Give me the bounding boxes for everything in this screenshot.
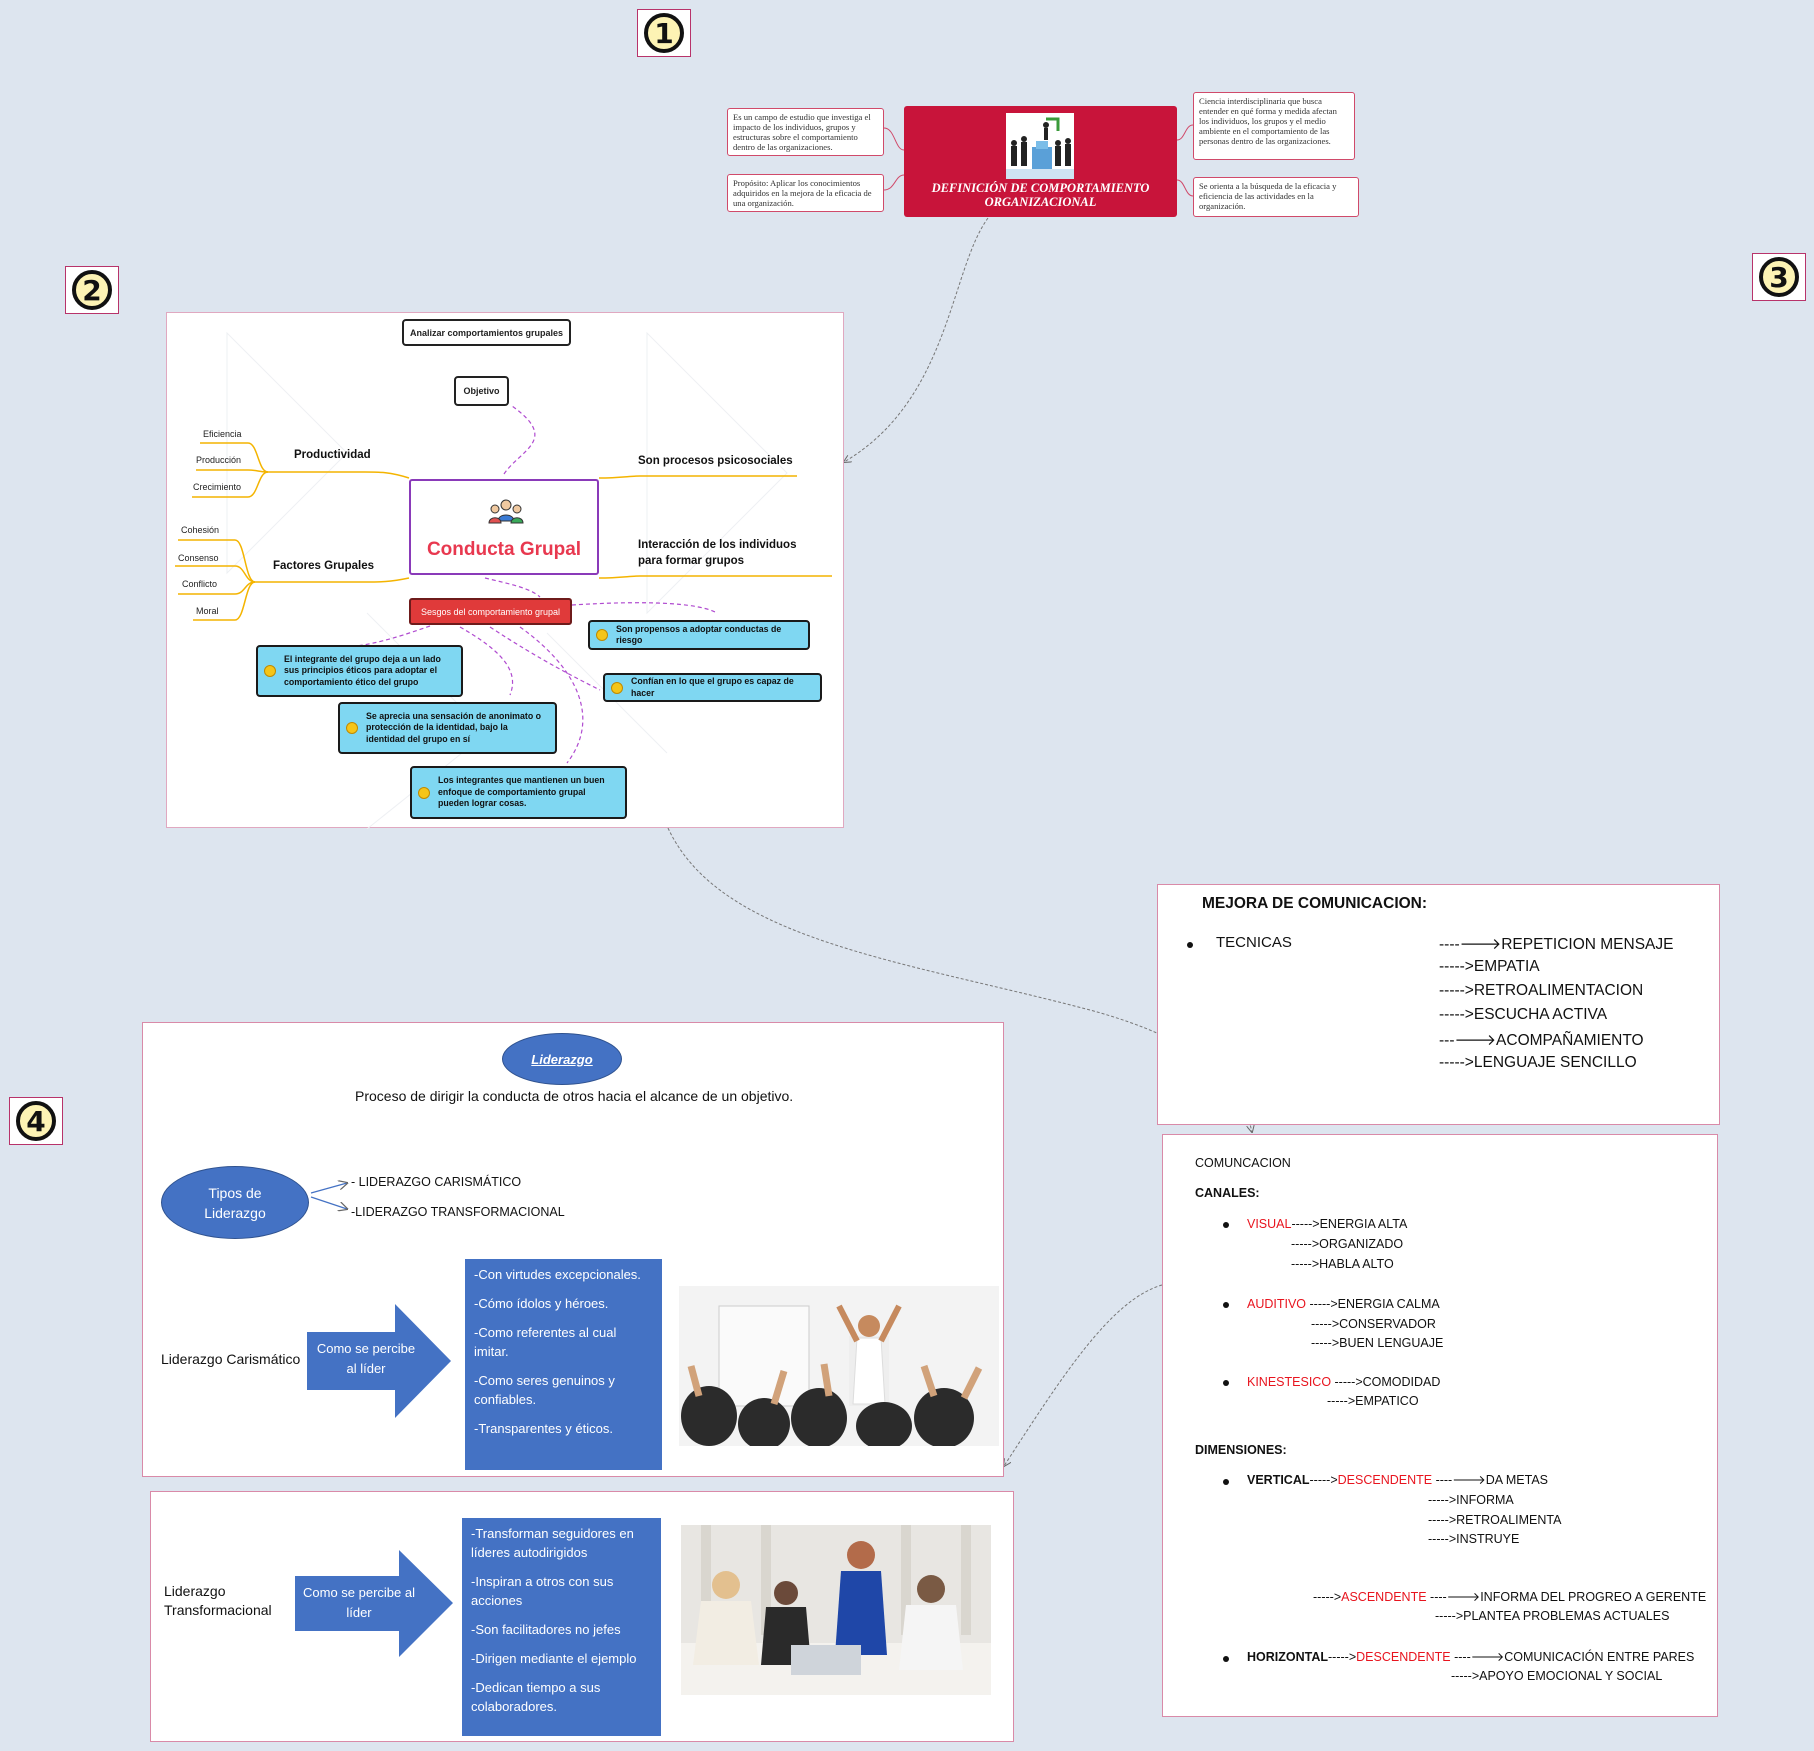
factores-item[interactable]: Consenso bbox=[178, 553, 219, 563]
definition-note-right-1: Ciencia interdisciplinaria que busca ent… bbox=[1193, 92, 1355, 160]
tecnica-item: ----🡒REPETICION MENSAJE bbox=[1439, 936, 1674, 953]
bullet bbox=[1223, 1302, 1229, 1308]
dimension-item: ----->PLANTEA PROBLEMAS ACTUALES bbox=[1435, 1609, 1670, 1623]
liderazgo-definition: Proceso de dirigir la conducta de otros … bbox=[355, 1088, 794, 1104]
productividad-node[interactable]: Productividad bbox=[294, 449, 371, 461]
bullet bbox=[1223, 1479, 1229, 1485]
sesgo-item[interactable]: Confían en lo que el grupo es capaz de h… bbox=[603, 673, 822, 702]
tecnica-item: ----->EMPATIA bbox=[1439, 958, 1540, 975]
comunicacion-box: COMUNCACION CANALES: VISUAL----->ENERGIA… bbox=[1162, 1134, 1718, 1717]
group-icon bbox=[488, 499, 524, 524]
liderazgo-carismatico-label: Liderazgo Carismático bbox=[161, 1351, 301, 1367]
note-connector bbox=[1176, 124, 1194, 141]
canal-kinestesico: KINESTESICO ----->COMODIDAD bbox=[1247, 1375, 1441, 1389]
badge-3: 3 bbox=[1752, 253, 1806, 301]
factores-node[interactable]: Factores Grupales bbox=[273, 560, 374, 572]
tipos-liderazgo-node[interactable]: Tipos de Liderazgo bbox=[161, 1166, 309, 1239]
emoji-icon bbox=[264, 665, 276, 677]
emoji-icon bbox=[346, 722, 358, 734]
interaccion-node[interactable]: Interacción de los individuos para forma… bbox=[638, 539, 797, 567]
badge-1: 1 bbox=[637, 9, 691, 57]
bullet bbox=[1223, 1656, 1229, 1662]
tecnica-item: ----->LENGUAJE SENCILLO bbox=[1439, 1054, 1637, 1071]
emoji-icon bbox=[418, 786, 430, 799]
dimension-horizontal: HORIZONTAL----->DESCENDENTE ----🡒COMUNIC… bbox=[1247, 1650, 1695, 1664]
canal-auditivo: AUDITIVO ----->ENERGIA CALMA bbox=[1247, 1297, 1440, 1311]
mejora-comunicacion-box: MEJORA DE COMUNICACION: TECNICAS ----🡒RE… bbox=[1157, 884, 1720, 1125]
bullet bbox=[1223, 1222, 1229, 1228]
liderazgo-box: Liderazgo Proceso de dirigir la conducta… bbox=[142, 1022, 1004, 1477]
canales-title: CANALES: bbox=[1195, 1186, 1260, 1200]
dimension-item: ----->INFORMA bbox=[1428, 1493, 1514, 1507]
dimension-ascendente: ----->ASCENDENTE ----🡒INFORMA DEL PROGRE… bbox=[1313, 1590, 1707, 1604]
transformacional-list: -Transforman seguidores en líderes autod… bbox=[462, 1518, 661, 1736]
sesgo-item[interactable]: El integrante del grupo deja a un lado s… bbox=[256, 645, 463, 697]
conducta-branches bbox=[175, 405, 832, 764]
emoji-icon bbox=[596, 629, 608, 641]
canal-item: ----->ORGANIZADO bbox=[1291, 1237, 1404, 1251]
connector-comunicacion-to-liderazgo bbox=[1004, 1284, 1163, 1466]
percibe-arrow: Como se percibe al líder bbox=[295, 1550, 453, 1657]
percibe-label: Como se percibe al líder bbox=[316, 1341, 416, 1376]
conducta-grupal-title: Conducta Grupal bbox=[426, 539, 582, 560]
tipo-item: -LIDERAZGO TRANSFORMACIONAL bbox=[351, 1205, 565, 1219]
definition-node[interactable]: DEFINICIÓN DE COMPORTAMIENTO ORGANIZACIO… bbox=[904, 106, 1177, 217]
percibe-arrow: Como se percibe al líder bbox=[307, 1304, 451, 1418]
factores-item[interactable]: Moral bbox=[196, 606, 219, 616]
productividad-item[interactable]: Eficiencia bbox=[203, 429, 242, 439]
comunicacion-title: COMUNCACION bbox=[1195, 1156, 1291, 1170]
charismatic-leader-photo bbox=[679, 1286, 999, 1446]
dimension-item: ----->INSTRUYE bbox=[1428, 1532, 1520, 1546]
percibe-label: Como se percibe al líder bbox=[303, 1585, 415, 1620]
carismatico-list: -Con virtudes excepcionales. -Cómo ídolo… bbox=[465, 1259, 662, 1470]
canal-item: ----->HABLA ALTO bbox=[1291, 1257, 1394, 1271]
liderazgo-title-node[interactable]: Liderazgo bbox=[502, 1033, 622, 1085]
bullet bbox=[1187, 942, 1193, 948]
tecnica-item: ----->RETROALIMENTACION bbox=[1439, 982, 1644, 999]
analizar-node[interactable]: Analizar comportamientos grupales bbox=[402, 319, 571, 346]
note-connector bbox=[883, 127, 905, 151]
canal-visual: VISUAL----->ENERGIA ALTA bbox=[1247, 1217, 1408, 1231]
conducta-grupal-node[interactable]: Conducta Grupal bbox=[409, 479, 599, 575]
tecnicas-label: TECNICAS bbox=[1216, 934, 1292, 951]
canal-item: ----->BUEN LENGUAJE bbox=[1311, 1336, 1444, 1350]
dimension-item: ----->RETROALIMENTA bbox=[1428, 1513, 1562, 1527]
productividad-item[interactable]: Crecimiento bbox=[193, 482, 242, 492]
liderazgo-transformacional-label: Liderazgo Transformacional bbox=[164, 1583, 272, 1618]
business-people-image bbox=[1006, 113, 1074, 179]
note-connector bbox=[883, 174, 905, 191]
tipo-item: - LIDERAZGO CARISMÁTICO bbox=[351, 1175, 522, 1189]
team-meeting-photo bbox=[681, 1525, 991, 1695]
dimension-item: ----->APOYO EMOCIONAL Y SOCIAL bbox=[1451, 1669, 1663, 1683]
badge-2: 2 bbox=[65, 266, 119, 314]
tecnica-item: ----->ESCUCHA ACTIVA bbox=[1439, 1006, 1608, 1023]
definition-title: DEFINICIÓN DE COMPORTAMIENTO ORGANIZACIO… bbox=[931, 181, 1150, 209]
liderazgo-transformacional-box: Liderazgo Transformacional Como se perci… bbox=[150, 1491, 1014, 1742]
note-connector bbox=[1176, 179, 1194, 197]
definition-note-left-2: Propósito: Aplicar los conocimientos adq… bbox=[727, 174, 884, 212]
sesgo-item[interactable]: Son propensos a adoptar conductas de rie… bbox=[588, 620, 810, 650]
dimensiones-title: DIMENSIONES: bbox=[1195, 1443, 1287, 1457]
sesgo-item[interactable]: Los integrantes que mantienen un buen en… bbox=[410, 766, 627, 819]
procesos-node[interactable]: Son procesos psicosociales bbox=[638, 455, 793, 467]
definition-note-left-1: Es un campo de estudio que investiga el … bbox=[727, 108, 884, 156]
bullet bbox=[1223, 1380, 1229, 1386]
arrows bbox=[310, 1173, 355, 1223]
emoji-icon bbox=[611, 681, 623, 694]
sesgo-item[interactable]: Se aprecia una sensación de anonimato o … bbox=[338, 702, 557, 754]
canal-item: ----->CONSERVADOR bbox=[1311, 1317, 1436, 1331]
dimension-vertical: VERTICAL----->DESCENDENTE ----🡒DA METAS bbox=[1247, 1473, 1549, 1487]
badge-4: 4 bbox=[9, 1097, 63, 1145]
productividad-item[interactable]: Producción bbox=[196, 455, 242, 465]
mejora-title: MEJORA DE COMUNICACION: bbox=[1202, 895, 1428, 912]
factores-item[interactable]: Conflicto bbox=[182, 579, 218, 589]
definition-note-right-2: Se orienta a la búsqueda de la eficacia … bbox=[1193, 177, 1359, 217]
canal-item: ----->EMPATICO bbox=[1327, 1394, 1419, 1408]
connector-def-to-conducta bbox=[844, 217, 989, 462]
tecnica-item: ---🡒ACOMPAÑAMIENTO bbox=[1439, 1032, 1644, 1049]
sesgos-node[interactable]: Sesgos del comportamiento grupal bbox=[409, 598, 572, 625]
objetivo-node[interactable]: Objetivo bbox=[454, 376, 509, 406]
factores-item[interactable]: Cohesión bbox=[181, 525, 220, 535]
